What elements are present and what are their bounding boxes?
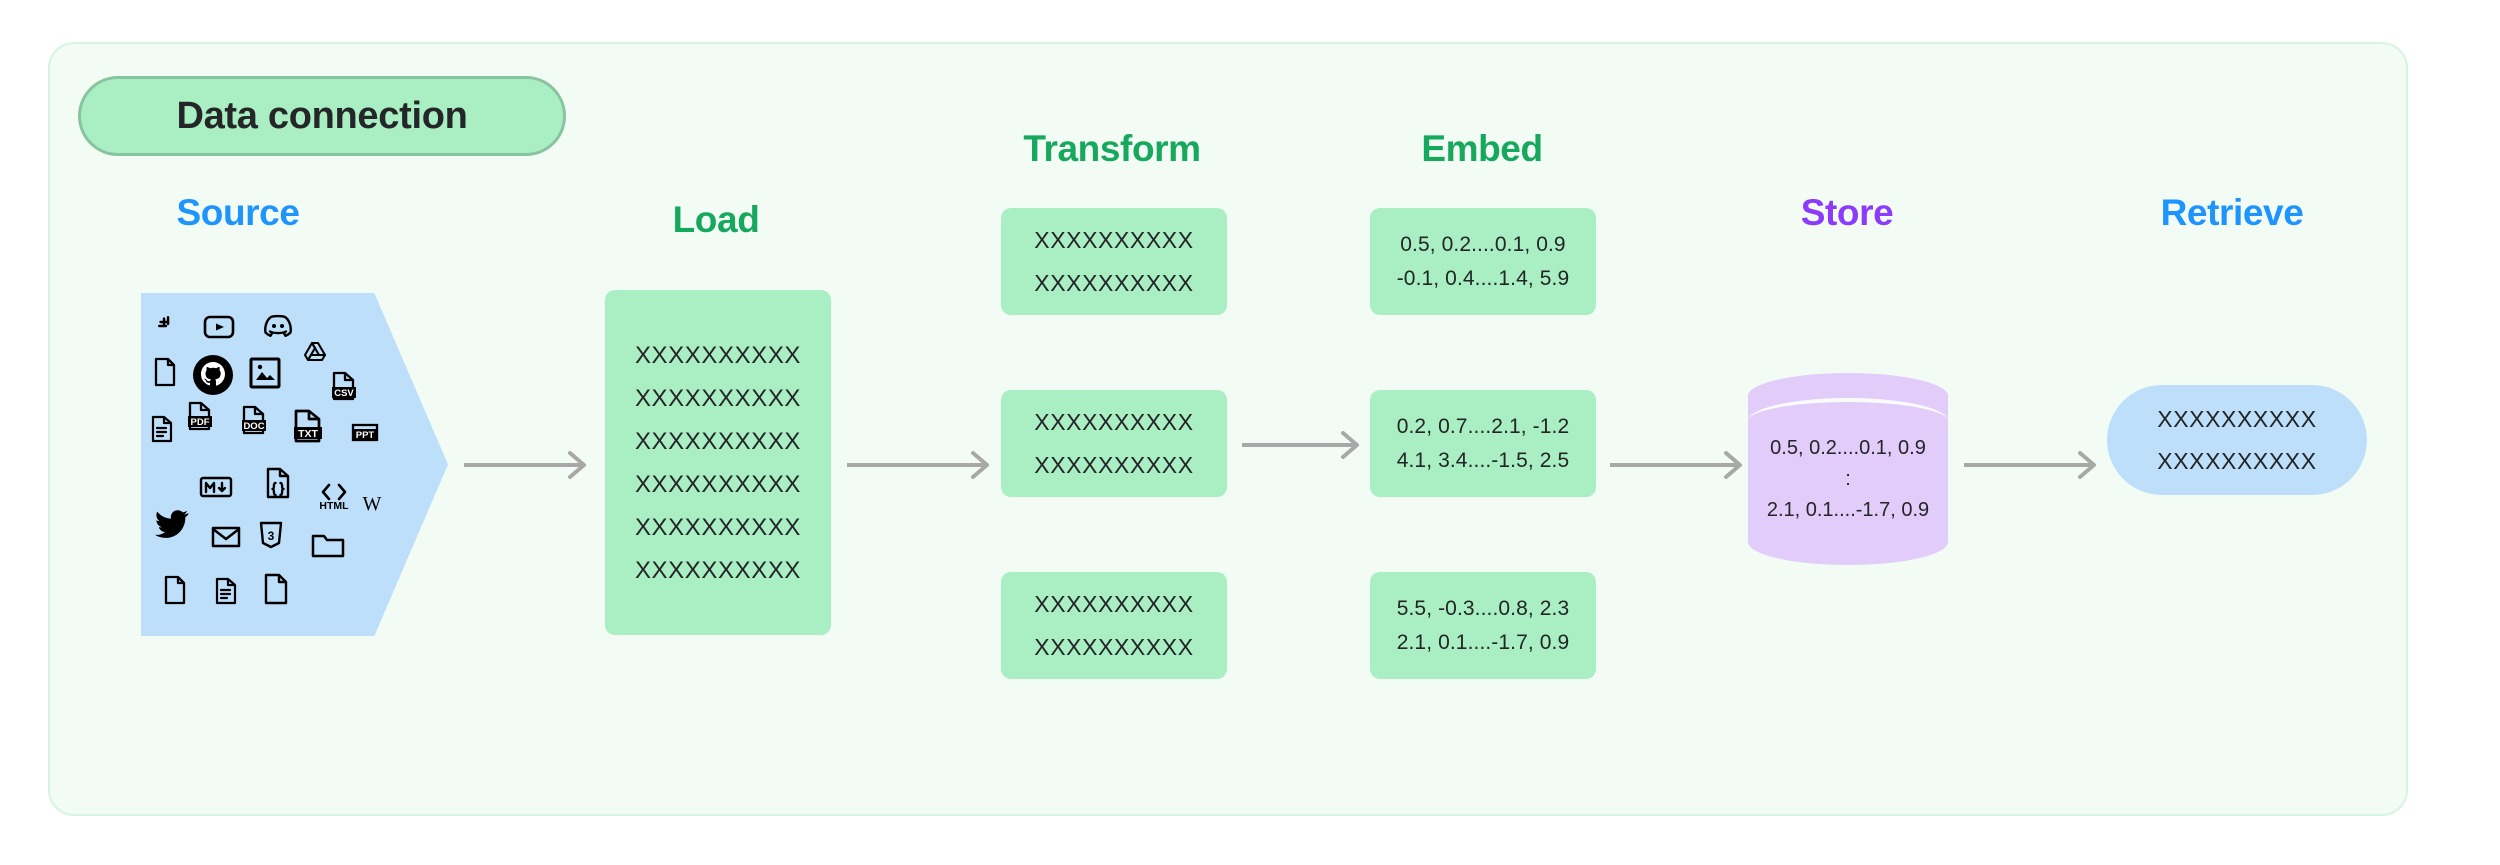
transform-line: XXXXXXXXXX — [1034, 451, 1194, 478]
embed-vector-box: 0.2, 0.7....2.1, -1.2 4.1, 3.4....-1.5, … — [1370, 390, 1596, 497]
cylinder-top-edge — [1748, 398, 1948, 444]
arrow-store-to-retrieve — [1962, 445, 2102, 485]
heading-transform: Transform — [1023, 128, 1201, 169]
transform-line: XXXXXXXXXX — [1034, 590, 1194, 617]
store-line: 0.5, 0.2....0.1, 0.9 — [1770, 437, 1926, 459]
embed-vector-box: 5.5, -0.3....0.8, 2.3 2.1, 0.1....-1.7, … — [1370, 572, 1596, 679]
arrow-source-to-load — [462, 445, 592, 485]
store-cylinder: 0.5, 0.2....0.1, 0.9 : 2.1, 0.1....-1.7,… — [1748, 373, 1948, 565]
transform-chunk-box: XXXXXXXXXX XXXXXXXXXX — [1001, 390, 1227, 497]
source-pentagon — [141, 293, 448, 636]
load-line: XXXXXXXXXX — [634, 384, 802, 412]
embed-line: 5.5, -0.3....0.8, 2.3 — [1396, 596, 1570, 620]
load-line: XXXXXXXXXX — [634, 341, 802, 369]
embed-line: 2.1, 0.1....-1.7, 0.9 — [1396, 630, 1570, 654]
arrow-load-to-transform — [845, 445, 995, 485]
store-text: 0.5, 0.2....0.1, 0.9 : 2.1, 0.1....-1.7,… — [1748, 433, 1948, 526]
load-line: XXXXXXXXXX — [634, 513, 802, 541]
load-line: XXXXXXXXXX — [634, 556, 802, 584]
store-line: 2.1, 0.1....-1.7, 0.9 — [1766, 499, 1930, 521]
data-connection-badge-label: Data connection — [176, 94, 468, 137]
load-box: XXXXXXXXXX XXXXXXXXXX XXXXXXXXXX XXXXXXX… — [605, 290, 831, 635]
data-connection-panel — [48, 42, 2408, 816]
arrow-embed-to-store — [1608, 445, 1748, 485]
transform-chunk-box: XXXXXXXXXX XXXXXXXXXX — [1001, 208, 1227, 315]
embed-line: 0.2, 0.7....2.1, -1.2 — [1396, 414, 1570, 438]
data-connection-badge: Data connection — [78, 76, 566, 156]
transform-line: XXXXXXXXXX — [1034, 269, 1194, 296]
transform-line: XXXXXXXXXX — [1034, 408, 1194, 435]
heading-retrieve: Retrieve — [2160, 192, 2304, 233]
heading-store: Store — [1800, 192, 1894, 233]
embed-vector-box: 0.5, 0.2....0.1, 0.9 -0.1, 0.4....1.4, 5… — [1370, 208, 1596, 315]
load-line: XXXXXXXXXX — [634, 427, 802, 455]
heading-source: Source — [176, 192, 300, 233]
transform-line: XXXXXXXXXX — [1034, 226, 1194, 253]
transform-chunk-box: XXXXXXXXXX XXXXXXXXXX — [1001, 572, 1227, 679]
embed-line: 0.5, 0.2....0.1, 0.9 — [1400, 232, 1566, 256]
embed-line: -0.1, 0.4....1.4, 5.9 — [1396, 266, 1570, 290]
transform-line: XXXXXXXXXX — [1034, 633, 1194, 660]
retrieve-line: XXXXXXXXXX — [2157, 448, 2317, 474]
retrieve-line: XXXXXXXXXX — [2157, 406, 2317, 432]
load-line: XXXXXXXXXX — [634, 470, 802, 498]
retrieve-box: XXXXXXXXXX XXXXXXXXXX — [2107, 385, 2367, 495]
arrow-transform-to-embed — [1240, 425, 1365, 465]
heading-embed: Embed — [1421, 128, 1543, 169]
embed-line: 4.1, 3.4....-1.5, 2.5 — [1396, 448, 1570, 472]
store-line: : — [1845, 468, 1851, 490]
heading-load: Load — [672, 199, 760, 240]
